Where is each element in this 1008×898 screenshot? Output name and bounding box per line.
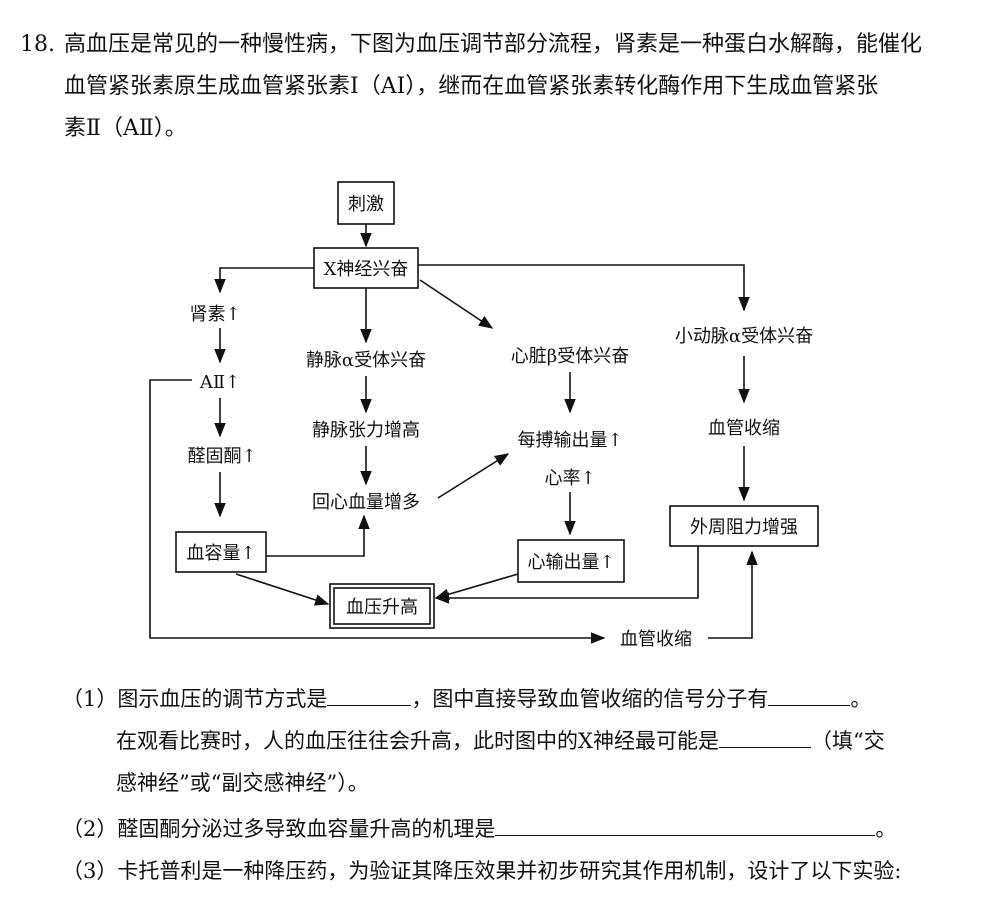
q1-text-a: 图示血压的调节方式是 — [117, 687, 328, 711]
bp-rise-box-inner — [333, 587, 431, 625]
q1-line2-text-a: 在观看比赛时，人的血压往往会升高，此时图中的X神经最可能是 — [116, 729, 719, 753]
q3-number: （3） — [62, 859, 118, 883]
edge-x-to-heart-beta — [419, 279, 494, 329]
node-arteriole-alpha: 小动脉α受体兴奋 — [675, 326, 813, 347]
node-blood-volume: 血容量↑ — [186, 543, 255, 564]
q1-answer-blank-1[interactable] — [327, 687, 412, 706]
edge-volume-to-bp — [235, 573, 330, 606]
q2-line: （2）醛固酮分泌过多导致血容量升高的机理是 。 — [62, 808, 896, 850]
node-x-nerve: X神经兴奋 — [324, 259, 409, 280]
node-resistance: 外周阻力增强 — [690, 517, 798, 538]
x-nerve-box — [313, 247, 419, 289]
q3-text-a: 卡托普利是一种降压药，为验证其降压效果并初步研究其作用机制，设计了以下实验: — [117, 859, 902, 883]
q2-answer-blank[interactable] — [495, 817, 876, 836]
edge-return-to-stroke — [437, 453, 510, 499]
node-heart-rate: 心率↑ — [544, 468, 595, 489]
cardiac-output-box — [517, 539, 625, 583]
question-intro-line-1: 高血压是常见的一种慢性病，下图为血压调节部分流程，肾素是一种蛋白水解酶，能催化 — [64, 32, 923, 57]
node-cardiac-output: 心输出量↑ — [527, 552, 614, 573]
node-vasoconstriction-right: 血管收缩 — [708, 418, 780, 439]
q1-line2-text-b: （填“交 — [810, 729, 885, 753]
node-vasoconstriction-bottom: 血管收缩 — [620, 629, 692, 650]
edge-x-to-arteriole — [418, 264, 750, 312]
q1-answer-blank-2[interactable] — [768, 687, 851, 706]
q1-number: （1） — [62, 687, 118, 711]
q1-text-c: 。 — [850, 687, 872, 711]
q1-line-3: 感神经”或“副交感神经”）。 — [116, 771, 369, 795]
node-aldosterone: 醛固酮↑ — [187, 446, 256, 467]
node-a2: AⅡ↑ — [199, 372, 240, 393]
edge-output-to-bp — [434, 573, 519, 600]
q1-text-b: ，图中直接导致血管收缩的信号分子有 — [411, 687, 769, 711]
resistance-box — [669, 505, 819, 547]
question-number: 18. — [20, 32, 55, 57]
edge-vasoconstriction-to-resistance — [708, 550, 758, 639]
q3-line: （3）卡托普利是一种降压药，为验证其降压效果并初步研究其作用机制，设计了以下实验… — [62, 850, 901, 892]
question-intro-line-2: 血管紧张素原生成血管紧张素Ⅰ（AⅠ），继而在血管紧张素转化酶作用下生成血管紧张 — [64, 74, 879, 99]
node-heart-beta: 心脏β受体兴奋 — [511, 346, 629, 367]
q1-answer-blank-3[interactable] — [718, 729, 811, 748]
question-intro-line-3: 素Ⅱ（AⅡ）。 — [64, 116, 187, 141]
edge-resistance-to-bp — [434, 546, 699, 604]
q2-text-b: 。 — [875, 817, 897, 841]
edge-x-to-renin — [214, 267, 314, 294]
q2-text-a: 醛固酮分泌过多导致血容量升高的机理是 — [117, 817, 496, 841]
node-renin: 肾素↑ — [189, 304, 240, 325]
stimulus-box — [337, 181, 395, 225]
node-stimulus: 刺激 — [348, 194, 384, 215]
q1-line-1: （1）图示血压的调节方式是 ，图中直接导致血管收缩的信号分子有 。 — [62, 678, 871, 720]
edge-a2-to-vasoconstriction — [149, 379, 606, 644]
blood-volume-box — [175, 531, 267, 573]
node-bp-rise: 血压升高 — [346, 597, 418, 618]
node-vein-tension: 静脉张力增高 — [312, 420, 420, 441]
q1-line-2: 在观看比赛时，人的血压往往会升高，此时图中的X神经最可能是 （填“交 — [116, 720, 885, 762]
node-vein-alpha: 静脉α受体兴奋 — [306, 350, 426, 371]
q2-number: （2） — [62, 817, 118, 841]
edge-volume-to-return — [266, 514, 370, 557]
node-return-flow: 回心血量增多 — [312, 492, 420, 513]
node-stroke-volume: 每搏输出量↑ — [517, 430, 622, 451]
